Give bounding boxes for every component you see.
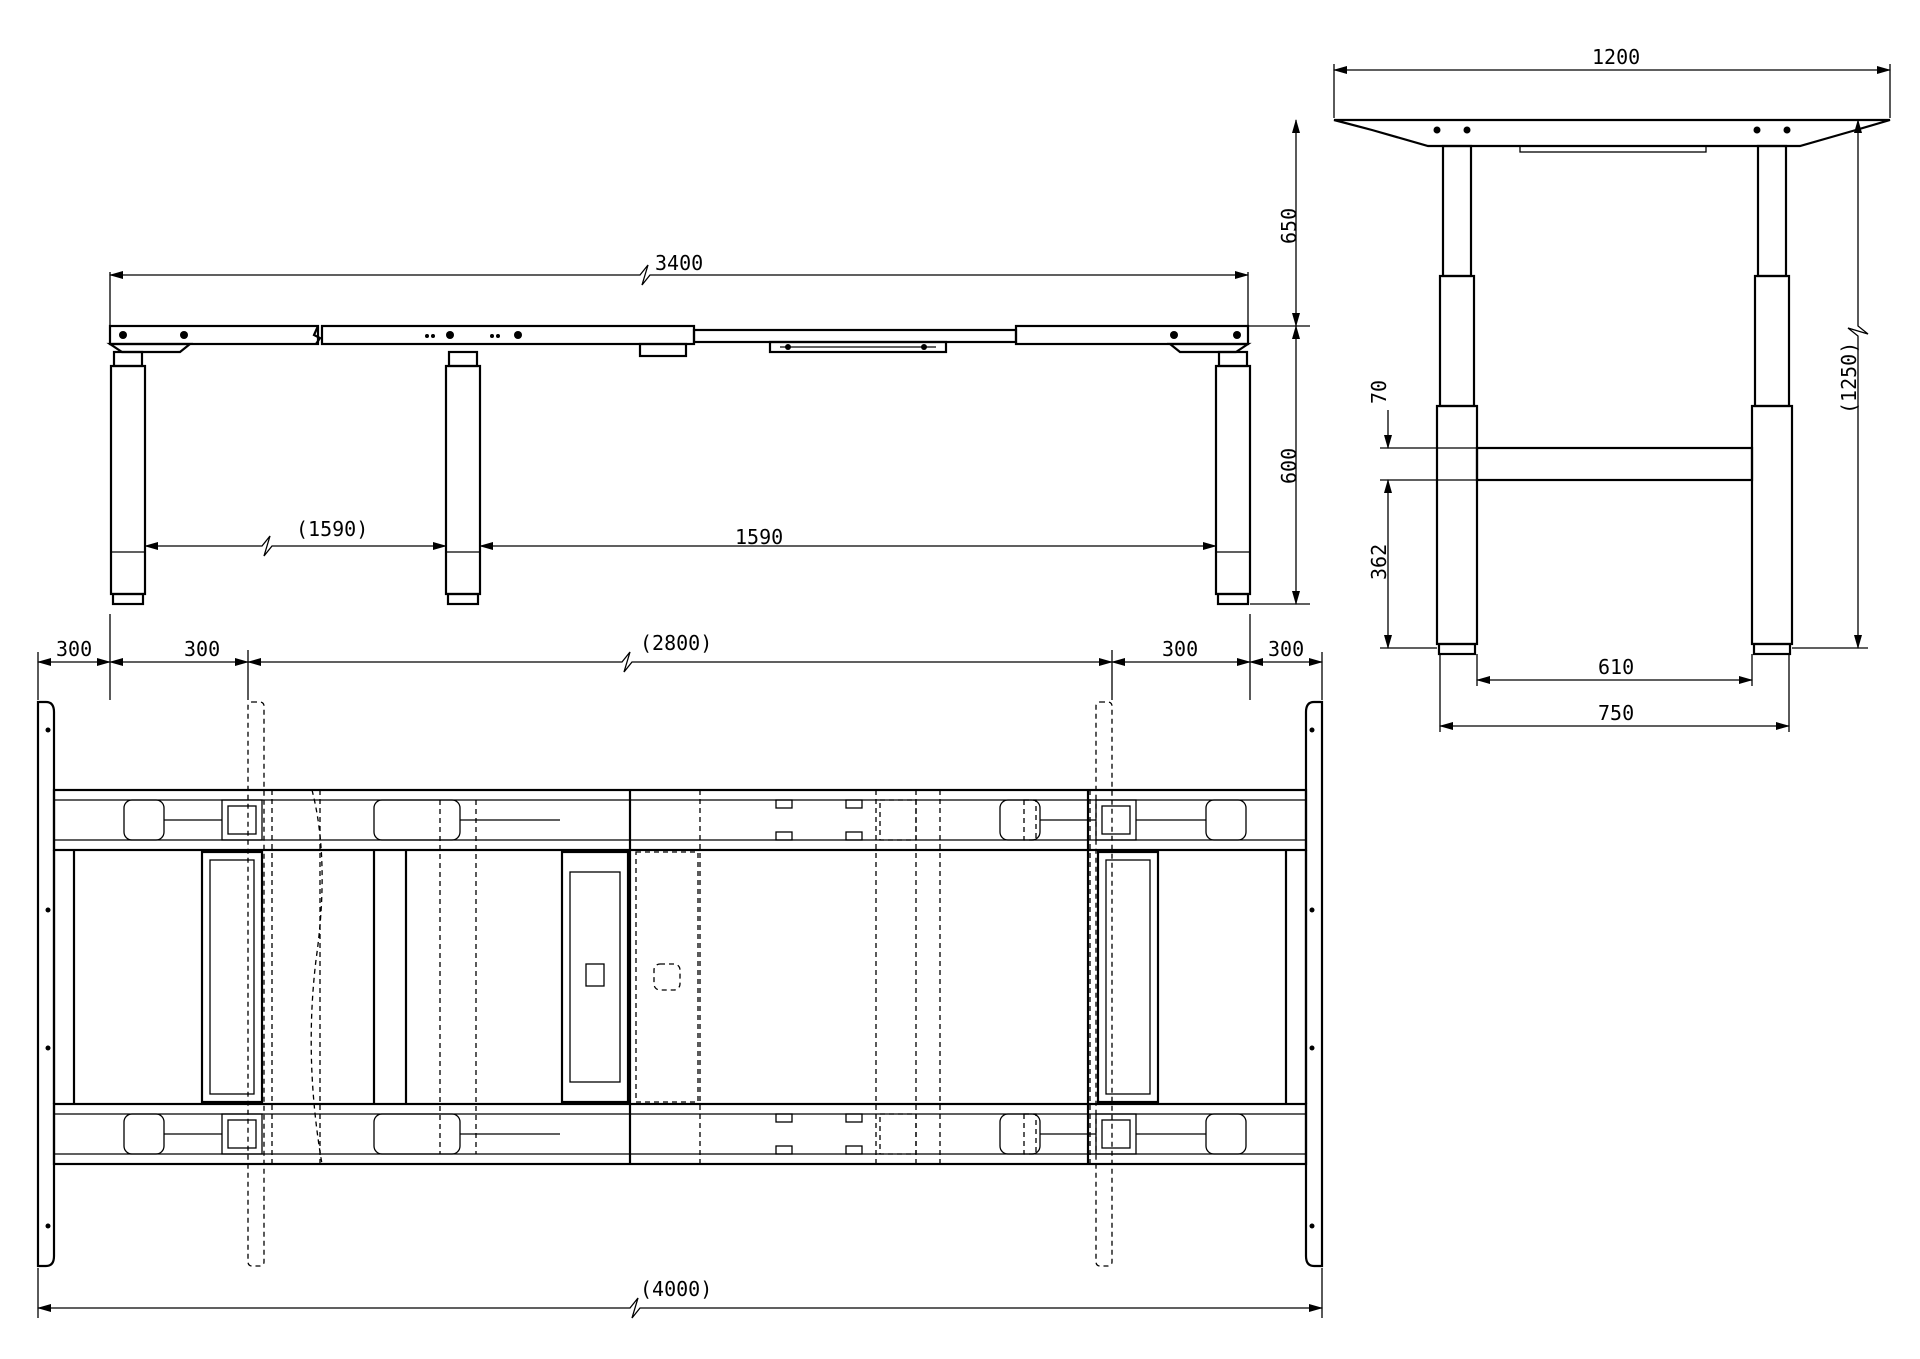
side-elevation: 1200 (1250) 70 362 610 750 [1333,45,1891,732]
dim-1590-left: (1590) [296,517,368,541]
plan-view: 300 300 (2800) 300 300 [36,614,1324,1319]
dim-650: 650 [1277,208,1301,244]
dim-2800: (2800) [640,631,712,655]
front-elevation: 3400 (1590) 1590 650 600 [106,119,1310,606]
dim-300-b: 300 [184,637,220,661]
dim-1250: (1250) [1837,342,1861,414]
dim-3400: 3400 [655,251,703,275]
dim-300-d: 300 [1268,637,1304,661]
dim-610: 610 [1598,655,1634,679]
dim-1200: 1200 [1592,45,1640,69]
dim-300-a: 300 [56,637,92,661]
front-leg-middle [444,350,482,606]
dim-1590-right: 1590 [735,525,783,549]
dim-362: 362 [1367,544,1391,580]
front-leg-left [109,350,147,606]
dim-4000: (4000) [640,1277,712,1301]
front-leg-right [1214,350,1252,606]
dim-750: 750 [1598,701,1634,725]
dim-300-c: 300 [1162,637,1198,661]
dim-600: 600 [1277,448,1301,484]
dim-70: 70 [1367,380,1391,404]
